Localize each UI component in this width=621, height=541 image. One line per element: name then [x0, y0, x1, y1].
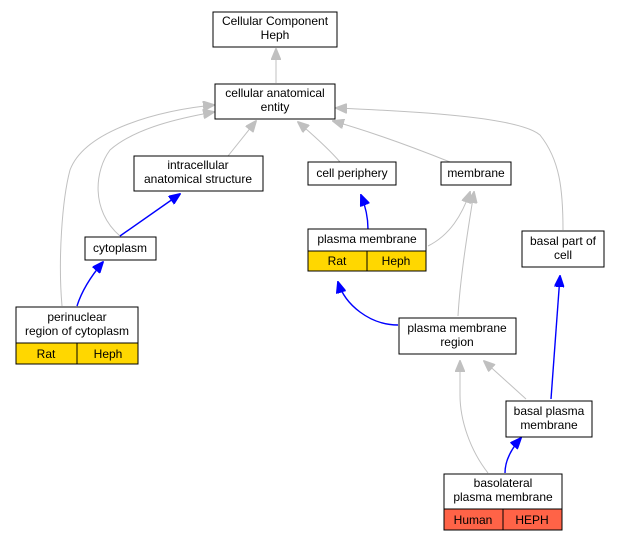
annotation-gene-cell	[366, 250, 427, 272]
edge-pmregion-to-membrane	[457, 192, 474, 317]
edge-basalpart-to-cae	[336, 108, 564, 231]
node-label-line: Cellular Component	[222, 14, 329, 28]
node-label-line: perinuclear	[47, 310, 106, 324]
annotation-species-label: Rat	[328, 254, 347, 268]
edge-membrane-to-cae	[333, 121, 451, 163]
edge-plasmamembrane-to-cellperiphery	[361, 195, 368, 230]
node-label-line: plasma membrane	[317, 232, 417, 246]
node-label-line: region	[440, 335, 473, 349]
node-cellular-anatomical-entity[interactable]: cellular anatomical entity	[214, 83, 336, 120]
node-cell-periphery[interactable]: cell periphery	[307, 161, 397, 186]
node-label-line: entity	[261, 100, 290, 114]
annotation-gene-cell	[76, 342, 139, 365]
edge-basolateral-to-pmregion	[460, 361, 489, 474]
node-label-line: intracellular	[167, 158, 228, 172]
node-plasma-membrane-region[interactable]: plasma membrane region	[398, 317, 517, 355]
node-basal-part-of-cell[interactable]: basal part of cell	[521, 230, 605, 268]
node-label-line: membrane	[447, 166, 505, 180]
node-label-line: cellular anatomical	[225, 86, 324, 100]
node-membrane[interactable]: membrane	[440, 161, 512, 186]
node-label-line: Heph	[261, 28, 290, 42]
node-plasma-membrane[interactable]: plasma membrane Rat Heph	[307, 228, 427, 272]
annotation-species-label: Rat	[37, 347, 56, 361]
node-label-line: cell	[554, 248, 572, 262]
node-cellular-component-heph[interactable]: Cellular Component Heph	[212, 11, 338, 48]
edge-intracellular-to-cae	[227, 121, 256, 157]
edge-basolateral-to-basalpm	[504, 438, 521, 474]
node-label-line: plasma membrane	[407, 321, 507, 335]
edge-plasmamembrane-to-membrane	[427, 192, 470, 247]
node-cytoplasm[interactable]: cytoplasm	[84, 236, 157, 261]
edge-basalpm-to-basalpart	[550, 276, 560, 400]
node-perinuclear-region-of-cytoplasm[interactable]: perinuclear region of cytoplasm Rat Heph	[15, 306, 139, 365]
node-label-line: membrane	[520, 418, 578, 432]
annotation-gene-cell	[502, 508, 563, 531]
edge-perinuclear-to-cytoplasm	[76, 262, 103, 307]
annotation-species-label: Human	[454, 513, 493, 527]
annotation-gene-label: HEPH	[515, 513, 548, 527]
node-label-line: basolateral	[474, 476, 533, 490]
node-label-line: cell periphery	[316, 166, 387, 180]
node-basal-plasma-membrane[interactable]: basal plasma membrane	[505, 400, 593, 438]
edge-basalpm-to-pmregion	[484, 361, 527, 400]
node-basolateral-plasma-membrane[interactable]: basolateral plasma membrane Human HEPH	[443, 473, 563, 531]
node-label-line: basal part of	[530, 234, 597, 248]
node-label-line: cytoplasm	[93, 241, 147, 255]
edge-pmregion-to-plasmamembrane	[338, 282, 399, 326]
node-label-line: region of cytoplasm	[25, 324, 129, 338]
node-label-line: anatomical structure	[144, 172, 252, 186]
node-label-line: plasma membrane	[453, 490, 553, 504]
annotation-gene-label: Heph	[382, 254, 411, 268]
edge-perinuclear-to-cae	[59, 105, 214, 307]
node-label-line: basal plasma	[514, 404, 585, 418]
edge-cytoplasm-to-intracellular	[119, 194, 180, 237]
annotation-gene-label: Heph	[94, 347, 123, 361]
node-intracellular-anatomical-structure[interactable]: intracellular anatomical structure	[133, 155, 264, 192]
edge-cytoplasm-to-cae	[97, 112, 214, 237]
edge-cellperiphery-to-cae	[298, 122, 341, 163]
edges	[59, 49, 564, 474]
